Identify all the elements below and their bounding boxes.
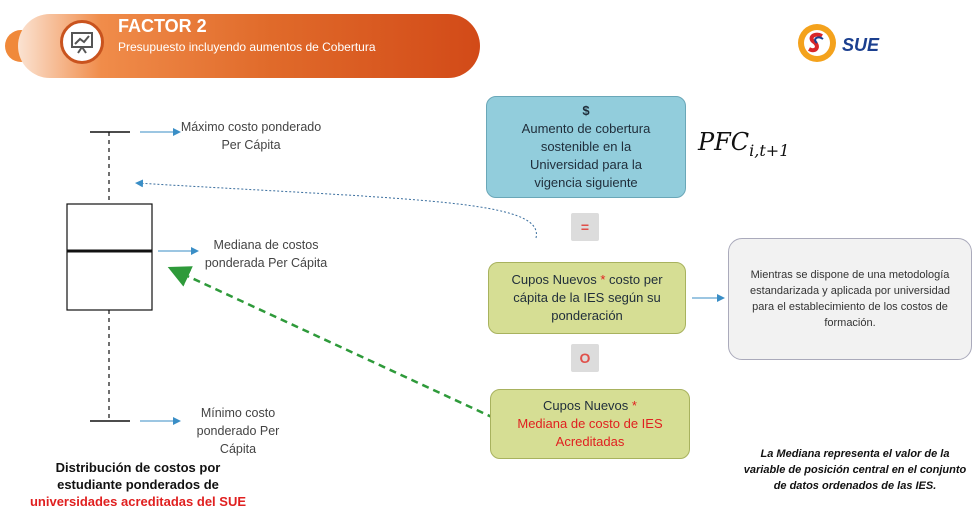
median-definition-note: La Mediana representa el valor de la var… (743, 448, 967, 492)
option1-suffix: costo (605, 272, 641, 287)
factor-subtitle: Presupuesto incluyendo aumentos de Cober… (118, 40, 376, 54)
max-label: Máximo costo ponderado Per Cápita (180, 120, 322, 152)
min-label: Mínimo costo ponderado Per Cápita (196, 406, 280, 456)
curved-arrow (135, 179, 537, 239)
option2-star: * (631, 398, 637, 413)
option2-prefix: Cupos Nuevos (543, 398, 632, 413)
methodology-note-box: Mientras se dispone de una metodología e… (728, 238, 972, 360)
option-median-box: Cupos Nuevos * Mediana de costo de IES A… (490, 389, 690, 459)
option2-red-text: Mediana de costo de IES Acreditadas (517, 416, 663, 449)
distribution-caption: Distribución de costos por estudiante po… (29, 460, 247, 509)
iqr-box (66, 203, 153, 311)
or-operator: O (571, 344, 599, 372)
dollar-sign: $ (582, 103, 590, 118)
factor-title: FACTOR 2 (118, 16, 207, 36)
green-dashed-arrow (167, 266, 495, 420)
median-label: Mediana de costos ponderada Per Cápita (204, 238, 328, 270)
equals-operator: = (571, 213, 599, 241)
coverage-increase-box: $ Aumento de cobertura sostenible en la … (486, 96, 686, 198)
chart-presentation-icon (60, 20, 104, 64)
formula-pfc: PFCi,t+1 (698, 128, 790, 160)
option1-star: * (600, 272, 606, 287)
sue-logo-text: SUE (842, 35, 880, 55)
coverage-increase-text: Aumento de cobertura sostenible en la Un… (521, 121, 651, 190)
option1-rest: per cápita de la IES según su ponderació… (513, 272, 663, 323)
sue-logo-icon (796, 22, 838, 64)
option-per-capita-box: Cupos Nuevos * costo per cápita de la IE… (488, 262, 686, 334)
option1-prefix: Cupos Nuevos (511, 272, 601, 287)
